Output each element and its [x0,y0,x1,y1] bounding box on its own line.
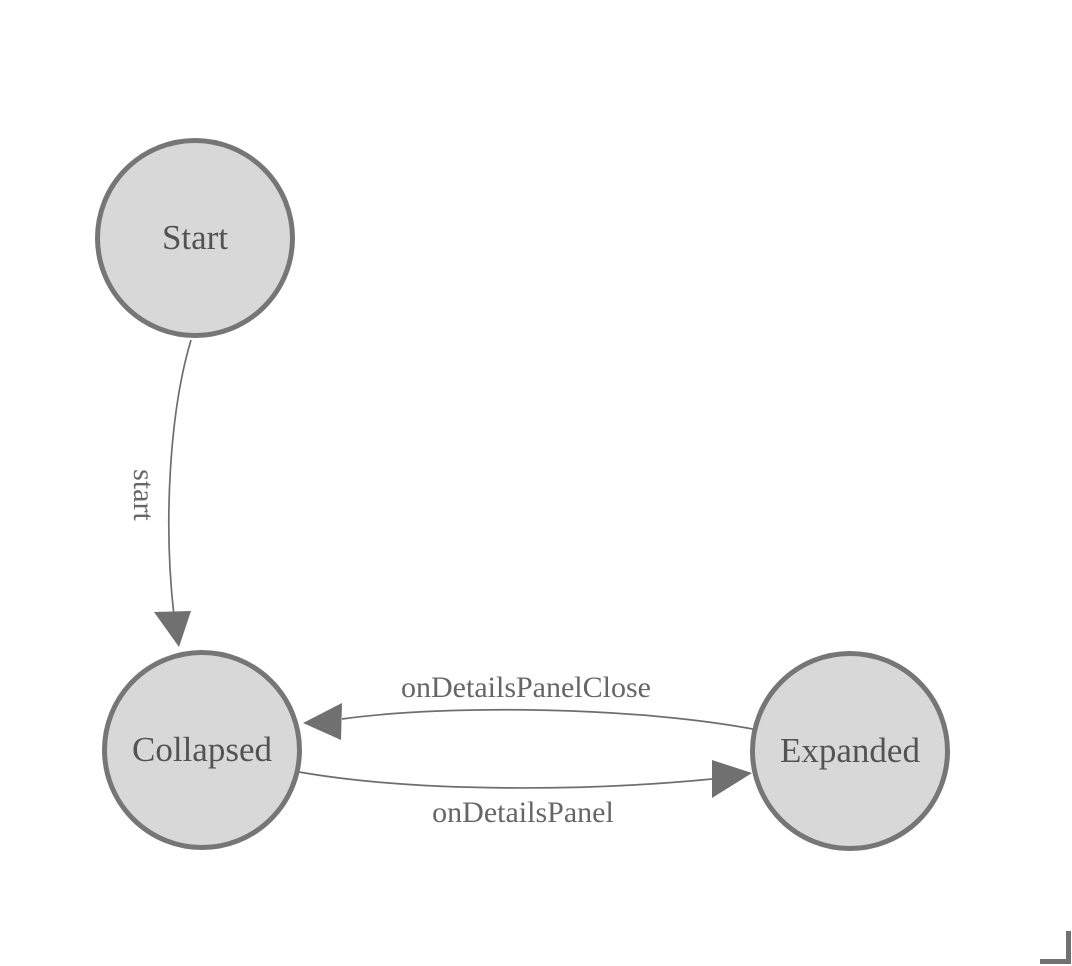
edge-label-ondetailspanel: onDetailsPanel [432,796,614,829]
arrowhead-icon [712,760,752,798]
arrowhead-icon [154,611,191,647]
edge-label-start: start [127,469,160,521]
state-node-collapsed[interactable]: Collapsed [102,650,302,850]
state-node-label: Start [161,218,229,257]
canvas-corner-mark [1040,931,1071,964]
edge-start-to-collapsed[interactable] [168,339,192,617]
edge-expanded-to-collapsed[interactable] [341,708,759,731]
state-node-expanded[interactable]: Expanded [750,651,950,851]
edge-label-ondetailspanelclose: onDetailsPanelClose [401,671,651,704]
state-node-start[interactable]: Start [95,138,295,338]
state-node-label: Collapsed [132,730,272,769]
edge-collapsed-to-expanded[interactable] [298,771,713,789]
arrowhead-icon [303,703,342,740]
state-node-label: Expanded [780,731,920,770]
